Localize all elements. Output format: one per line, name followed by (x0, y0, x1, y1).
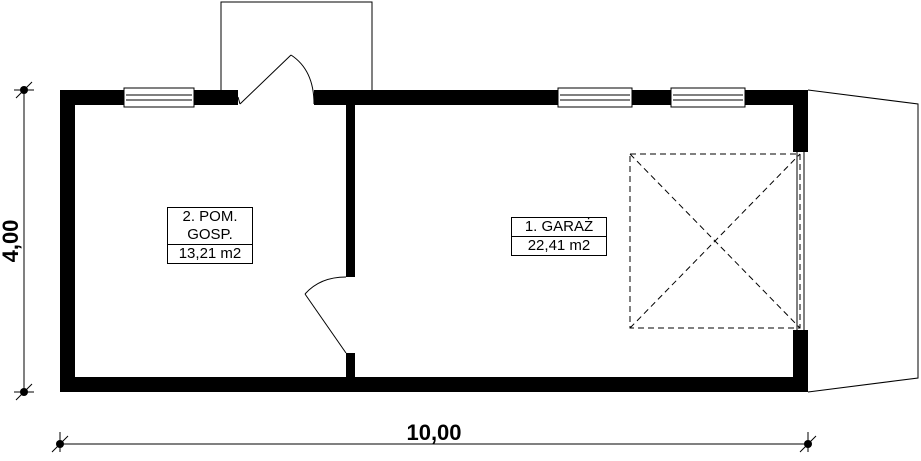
width-dimension-label: 10,00 (406, 420, 461, 445)
wall-right-lower (793, 330, 808, 392)
room-label-garage: 1. GARAŻ 22,41 m2 (511, 217, 607, 256)
interior-door (304, 276, 347, 354)
wall-right-upper (793, 90, 808, 152)
room-garage-area: 22,41 m2 (512, 236, 606, 255)
room-storage-area: 13,21 m2 (168, 244, 252, 263)
dimension-width: 10,00 (51, 420, 817, 453)
room-storage-name: 2. POM. (182, 208, 238, 225)
height-dimension-label: 4,00 (0, 220, 23, 263)
entrance-door (237, 54, 315, 105)
window-garage-1 (557, 87, 633, 108)
porch-outline (220, 1, 373, 90)
room-garage-name: 1. GARAŻ (524, 218, 594, 235)
garage-door (796, 152, 805, 330)
wall-bottom (60, 377, 808, 392)
garage-canopy-outline (807, 89, 919, 393)
room-label-storage: 2. POM. GOSP. 13,21 m2 (167, 207, 253, 264)
wall-left (60, 90, 75, 392)
partition-upper (346, 105, 355, 277)
window-storage (123, 87, 195, 108)
window-garage-2 (670, 87, 746, 108)
room-storage-name-line2: GOSP. (187, 226, 233, 243)
garage-door-projection (629, 153, 801, 329)
partition-lower (346, 353, 355, 377)
dimension-height: 4,00 (0, 81, 34, 401)
